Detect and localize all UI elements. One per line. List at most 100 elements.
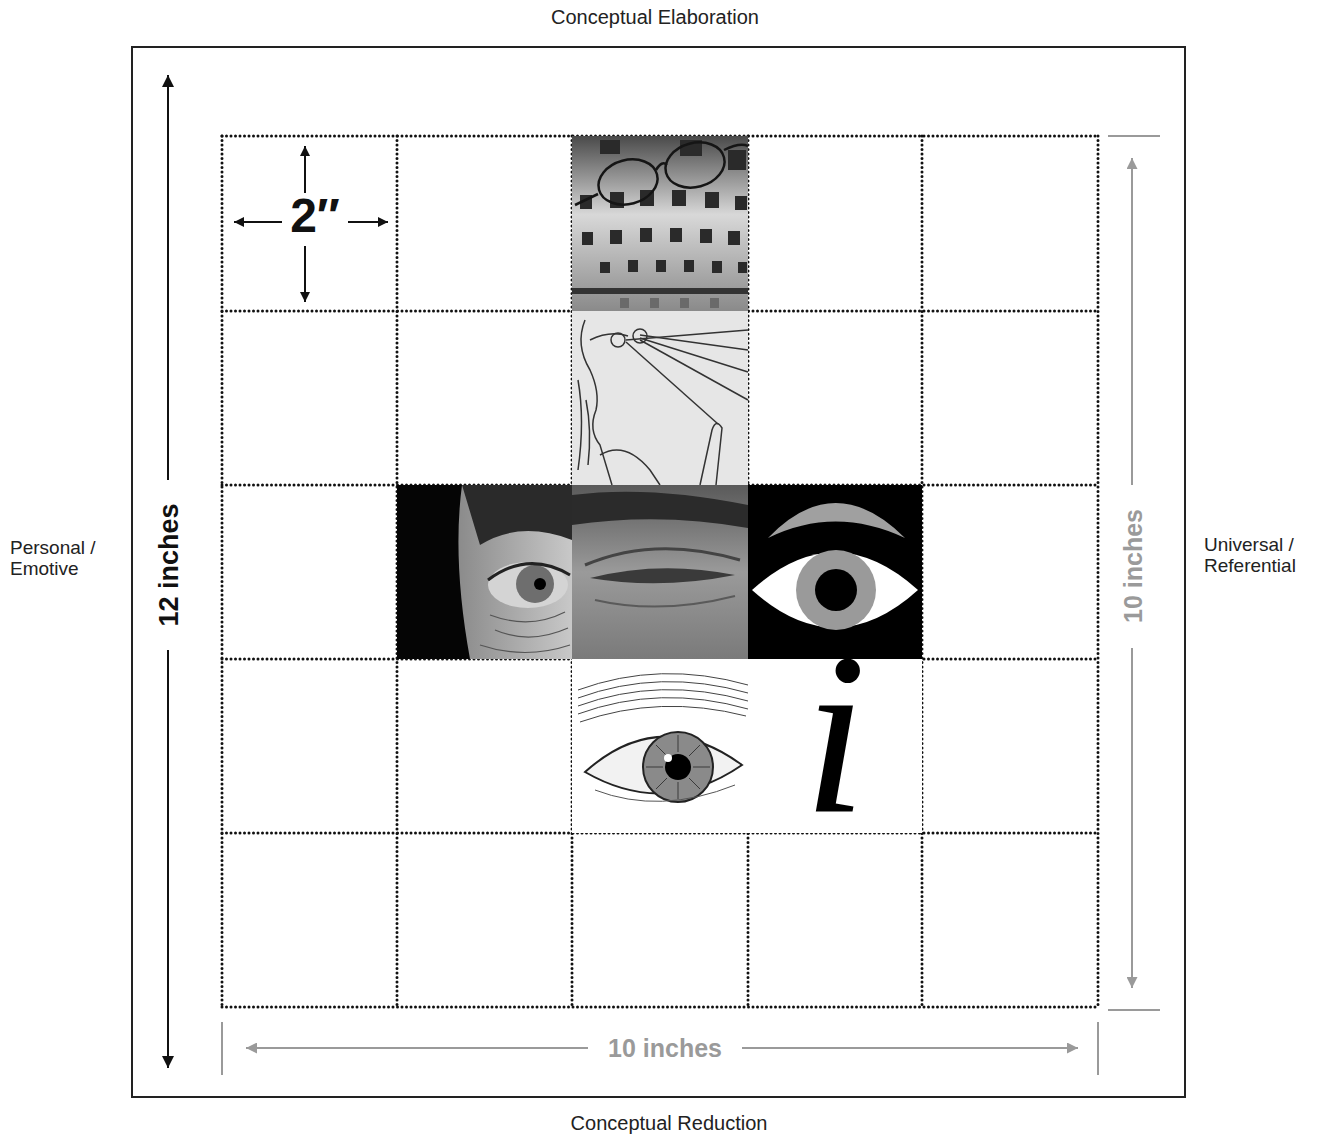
axis-label: Conceptual Elaboration xyxy=(551,6,759,29)
eye-chart-tile xyxy=(582,232,593,245)
eye-symbol-tile xyxy=(796,550,876,630)
eye-chart-tile xyxy=(670,228,682,242)
eye-chart-tile xyxy=(705,192,719,208)
engraved-eye-tile xyxy=(689,778,700,789)
dimension-label: 10 inches xyxy=(1119,509,1148,623)
eye-symbol-tile xyxy=(815,569,857,611)
vision-engraving-tile xyxy=(586,400,590,465)
eye-chart-tile xyxy=(724,145,748,150)
eye-chart-tile xyxy=(628,260,638,272)
eye-chart-tile xyxy=(684,260,694,272)
eye-chart-tile xyxy=(580,140,747,273)
eye-chart-tile xyxy=(610,230,622,244)
cell-dimension-arrows xyxy=(234,146,388,302)
axis-label: Personal / Emotive xyxy=(10,538,118,580)
engraved-eye-tile xyxy=(656,745,667,756)
eye-chart-tile xyxy=(728,231,740,245)
engraved-eye-tile xyxy=(643,732,713,802)
eye-symbol-tile xyxy=(768,503,905,538)
eye-chart-tile xyxy=(575,136,748,211)
cell-dimension-arrows xyxy=(234,221,282,223)
eye-photo-tile xyxy=(488,564,570,580)
eye-photo-tile xyxy=(397,485,572,659)
engraved-eye-tile xyxy=(665,754,691,780)
height-dimension xyxy=(167,75,169,480)
grid-height-dimension xyxy=(1131,648,1133,988)
eye-chart-tile xyxy=(640,228,652,242)
cell-dimension-arrows xyxy=(348,221,388,223)
eye-closeup-tile xyxy=(572,485,748,659)
engraved-eye-tile xyxy=(572,659,748,833)
eye-photo-tile xyxy=(516,565,554,603)
eye-closeup-tile xyxy=(590,568,735,583)
eye-photo-tile xyxy=(495,628,568,637)
dotted-grid xyxy=(222,136,1098,1007)
engraved-eye-tile xyxy=(678,782,679,799)
eye-chart-tile xyxy=(735,196,747,210)
eye-chart-tile xyxy=(572,136,748,311)
engraved-eye-tile xyxy=(693,767,710,768)
eye-chart-tile xyxy=(620,298,719,308)
height-dimension xyxy=(167,650,169,1068)
grid-width-dimension xyxy=(246,1047,588,1049)
dotted-grid xyxy=(222,1006,1098,1009)
eye-chart-tile xyxy=(710,298,719,308)
axis-label: Universal / Referential xyxy=(1204,535,1320,577)
engraved-eye-tile xyxy=(646,767,663,768)
eye-photo-tile xyxy=(490,612,565,622)
eye-chart-tile xyxy=(650,298,659,308)
grid-height-dimension xyxy=(1108,135,1160,137)
engraved-eye-tile xyxy=(646,735,710,799)
eye-chart-tile xyxy=(575,194,598,205)
grid-width-dimension xyxy=(742,1047,1078,1049)
eye-photo-tile xyxy=(480,612,570,653)
eye-chart-tile xyxy=(620,298,629,308)
engraved-eye-tile xyxy=(678,735,679,752)
dotted-grid xyxy=(1097,136,1100,1007)
eye-closeup-tile xyxy=(572,485,748,659)
vision-engraving-tile xyxy=(626,330,748,340)
eye-closeup-tile xyxy=(595,596,735,607)
grid-width-dimension xyxy=(221,1022,223,1075)
cell-dimension-arrows xyxy=(304,146,306,193)
outer-frame xyxy=(132,47,1185,1097)
vision-engraving-tile xyxy=(572,311,748,485)
eye-closeup-tile xyxy=(585,549,740,565)
engraved-eye-tile xyxy=(689,745,700,756)
vision-engraving-tile xyxy=(640,338,748,372)
grid-width-dimension xyxy=(222,1022,1098,1075)
eye-chart-tile xyxy=(728,150,746,170)
vision-engraving-tile xyxy=(700,423,722,485)
eye-chart-tile xyxy=(738,262,747,273)
dimension-label: 12 inches xyxy=(154,503,185,626)
dimension-label: 2″ xyxy=(290,188,340,243)
vision-engraving-tile xyxy=(611,333,625,347)
eye-photo-tile xyxy=(480,645,570,653)
grid-height-dimension xyxy=(1108,1009,1160,1011)
dotted-grid xyxy=(221,136,224,1007)
engraved-eye-tile xyxy=(572,659,748,833)
eye-chart-tile xyxy=(672,190,686,206)
engraved-eye-tile xyxy=(595,785,735,801)
eye-photo-tile xyxy=(397,485,470,659)
letter-glyph: i xyxy=(748,620,922,850)
eye-chart-tile xyxy=(593,153,662,211)
dimension-label: 10 inches xyxy=(608,1034,722,1063)
eye-photo-tile xyxy=(534,578,546,590)
eye-chart-tile xyxy=(680,298,689,308)
vision-engraving-tile xyxy=(640,340,748,400)
vision-engraving-tile xyxy=(578,380,582,470)
vision-engraving-tile xyxy=(626,342,718,424)
engraved-eye-tile xyxy=(664,754,672,762)
engraved-eye-tile xyxy=(578,698,748,714)
eye-closeup-tile xyxy=(572,492,748,528)
eye-photo-tile xyxy=(397,485,572,659)
vision-engraving-tile xyxy=(581,320,612,485)
eye-photo-tile xyxy=(462,485,572,545)
axis-label: Conceptual Reduction xyxy=(571,1111,768,1134)
engraved-eye-tile xyxy=(580,706,746,722)
eye-chart-tile xyxy=(572,136,748,311)
eye-chart-tile xyxy=(600,262,610,273)
